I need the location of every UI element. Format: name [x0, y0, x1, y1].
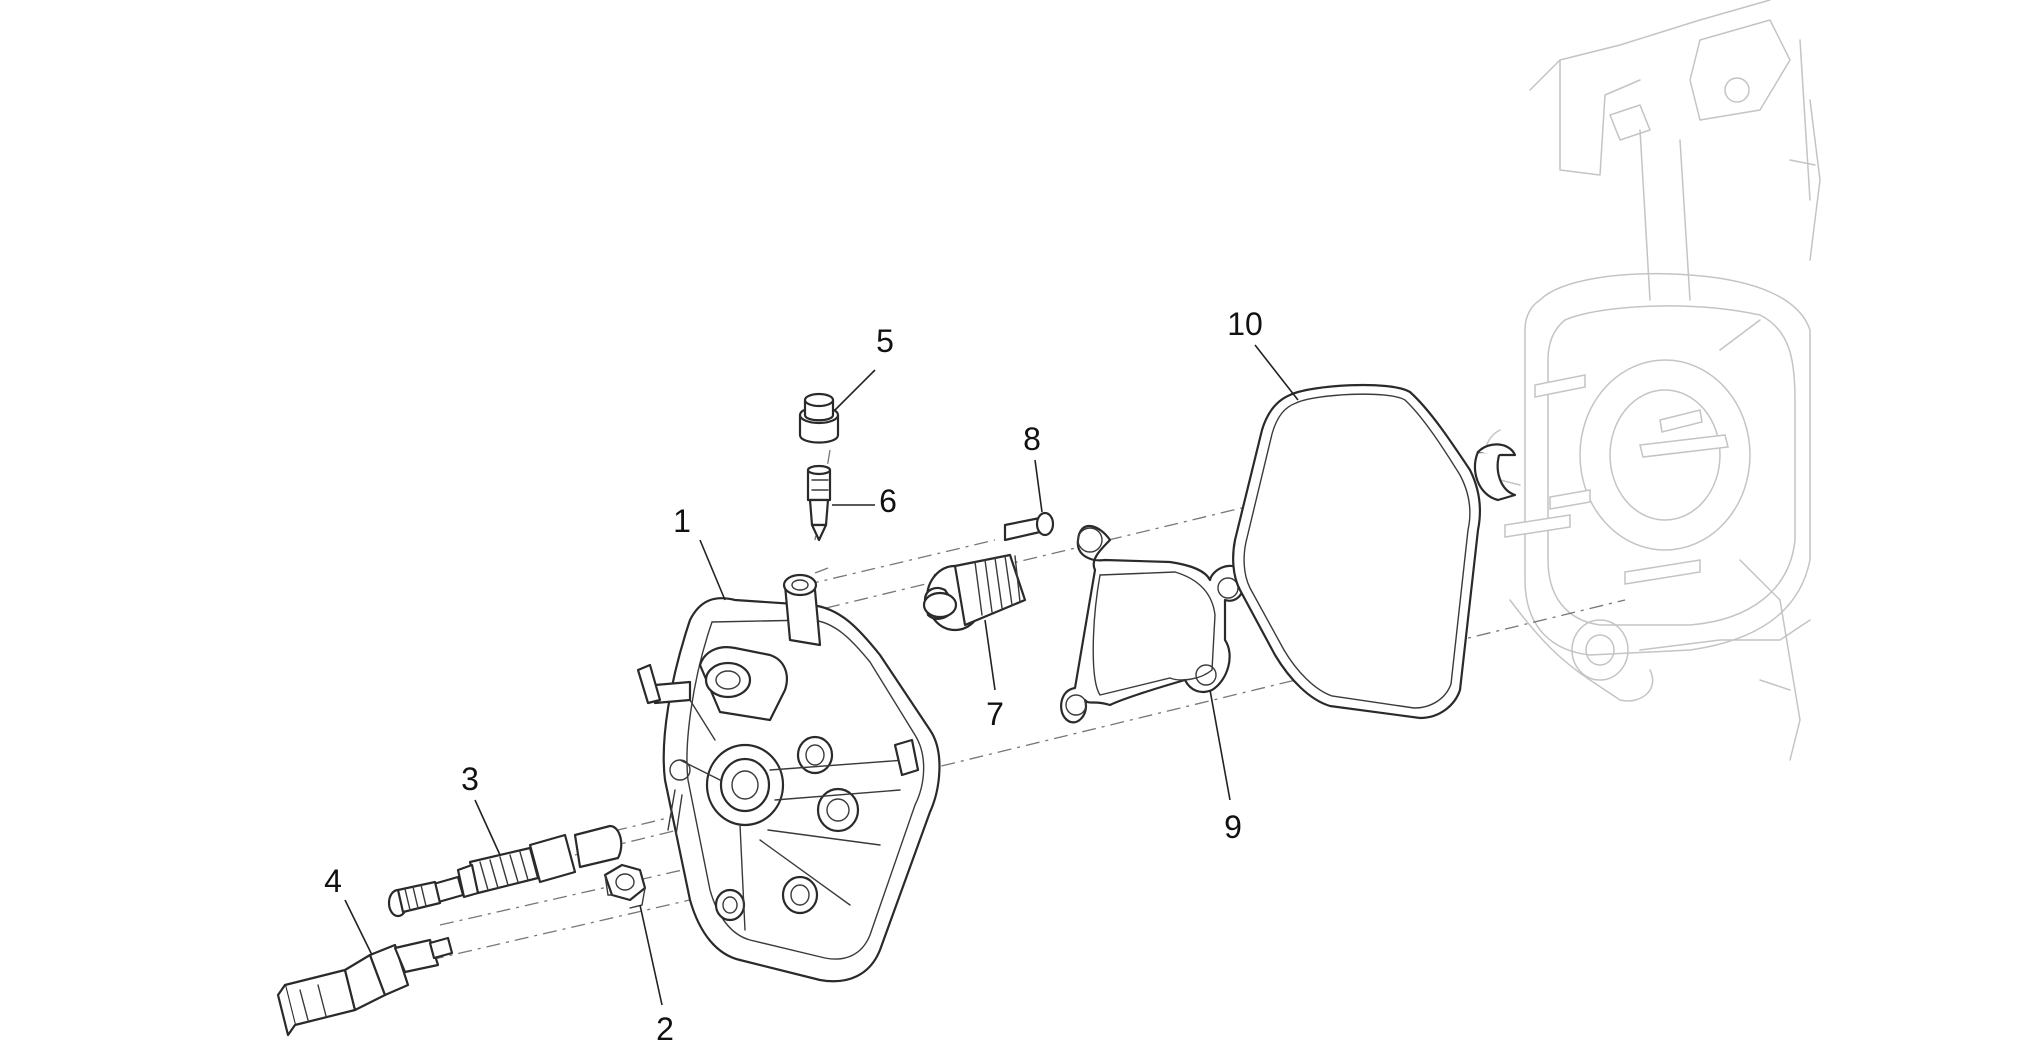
- temperature-sensor: [276, 936, 454, 1037]
- crankcase-bearing-ring: [1473, 443, 1517, 502]
- screw: [1003, 511, 1055, 542]
- bleed-screw: [806, 464, 832, 542]
- cylinder-head: [636, 573, 941, 983]
- part-label-6: 6: [879, 483, 897, 519]
- part-label-1: 1: [673, 503, 691, 539]
- part-label-10: 10: [1227, 306, 1263, 342]
- part-labels: 1 2 3 4 5 6 7 8 9 10: [324, 306, 1263, 1047]
- part-label-9: 9: [1224, 809, 1242, 845]
- thermostat: [922, 553, 1027, 632]
- part-label-5: 5: [876, 323, 894, 359]
- head-gasket-small: [1060, 525, 1246, 724]
- nut: [603, 863, 647, 909]
- bleed-cap: [798, 392, 840, 444]
- engine-crankcase-ghost: [1484, 0, 1821, 761]
- part-label-8: 8: [1023, 421, 1041, 457]
- head-gasket-large: [1232, 383, 1481, 720]
- part-label-7: 7: [986, 696, 1004, 732]
- part-label-2: 2: [656, 1011, 674, 1047]
- part-label-3: 3: [461, 761, 479, 797]
- part-label-4: 4: [324, 863, 342, 899]
- spark-plug: [387, 824, 623, 918]
- leader-lines: [344, 344, 1299, 1006]
